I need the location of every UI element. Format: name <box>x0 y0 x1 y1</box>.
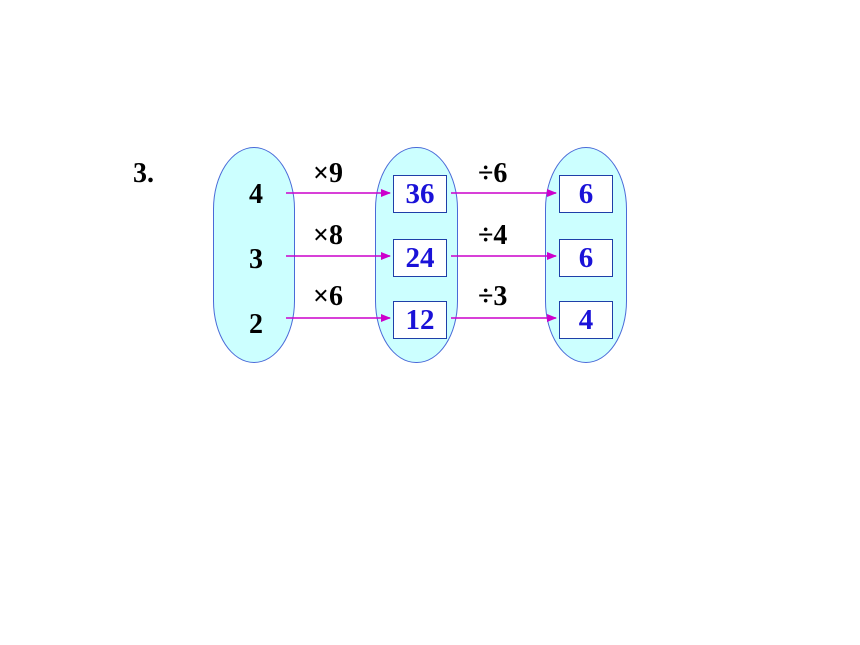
product-value-2: 24 <box>405 241 435 274</box>
result-box-3: 4 <box>559 301 613 339</box>
input-capsule <box>213 147 295 363</box>
result-box-1: 6 <box>559 175 613 213</box>
divisor-label-1: ÷6 <box>478 158 508 189</box>
multiplier-label-2: ×8 <box>313 220 343 251</box>
divisor-label-3: ÷3 <box>478 281 508 312</box>
result-value-3: 4 <box>578 303 594 336</box>
multiplier-label-3: ×6 <box>313 281 343 312</box>
input-number-1: 4 <box>249 179 263 210</box>
product-box-2: 24 <box>393 239 447 277</box>
product-box-1: 36 <box>393 175 447 213</box>
input-number-3: 2 <box>249 309 263 340</box>
divisor-label-2: ÷4 <box>478 220 508 251</box>
product-value-3: 12 <box>405 303 435 336</box>
multiplier-label-1: ×9 <box>313 158 343 189</box>
product-value-1: 36 <box>405 177 435 210</box>
result-value-1: 6 <box>578 177 594 210</box>
result-value-2: 6 <box>578 241 594 274</box>
product-box-3: 12 <box>393 301 447 339</box>
problem-number: 3. <box>133 158 154 189</box>
input-number-2: 3 <box>249 244 263 275</box>
result-box-2: 6 <box>559 239 613 277</box>
